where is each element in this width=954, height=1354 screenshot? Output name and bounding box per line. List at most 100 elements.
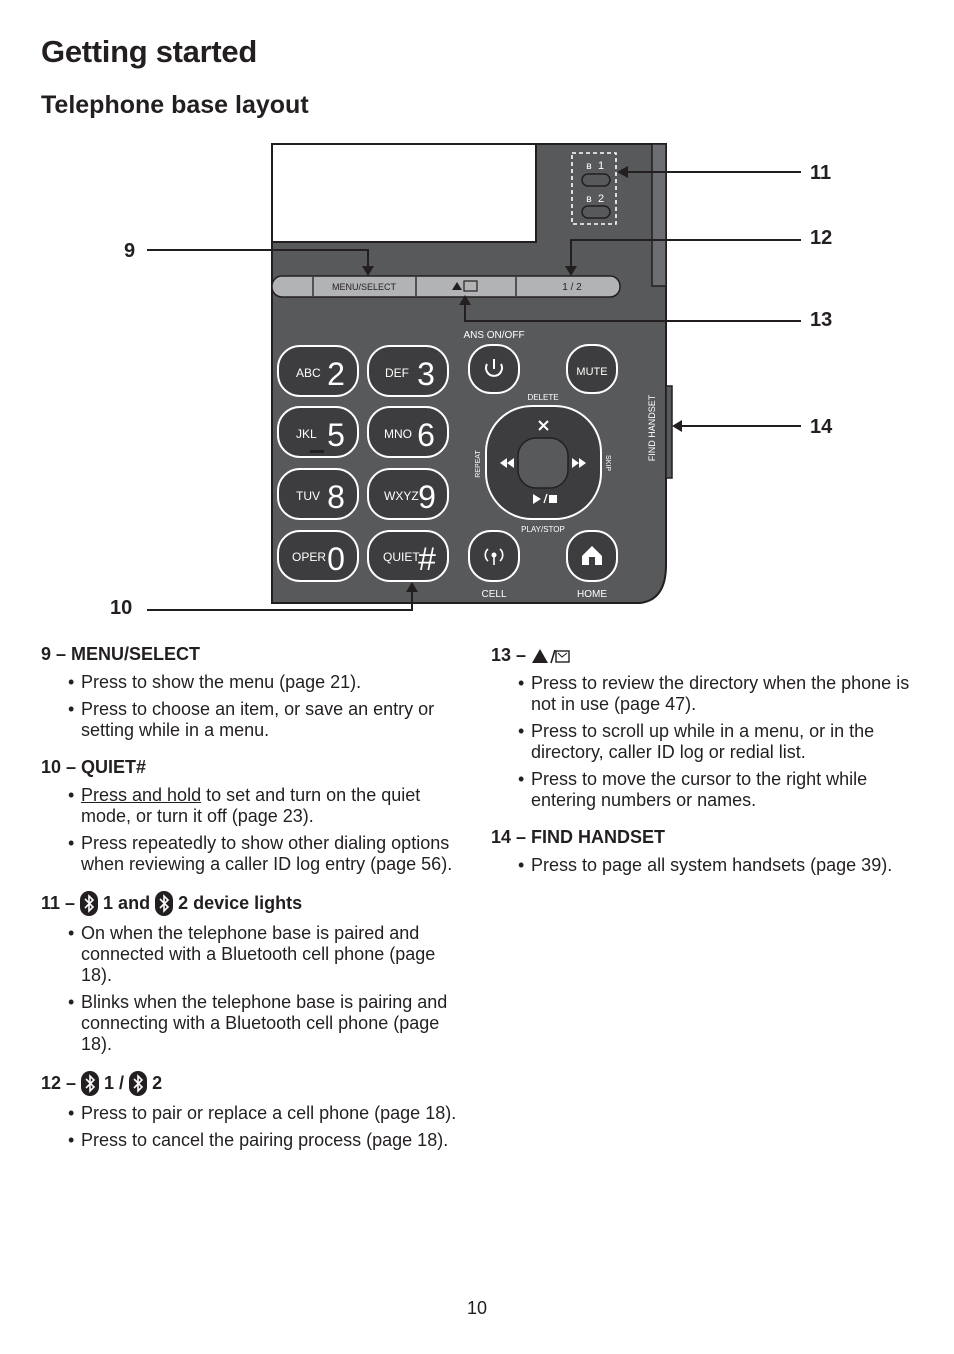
section-12-suffix: 2 [152, 1073, 163, 1093]
svg-text:8: 8 [327, 479, 345, 515]
svg-text:JKL: JKL [296, 427, 317, 441]
section-14: 14 – FIND HANDSET Press to page all syst… [491, 827, 911, 876]
list-item: Press to scroll up while in a menu, or i… [491, 721, 911, 763]
svg-text:6: 6 [417, 417, 435, 453]
telephone-base-diagram: ʙ 1 ʙ 2 MENU/SELECT 1 / 2 ABC 2 DEF 3 JK… [110, 143, 833, 619]
delete-label: DELETE [527, 393, 558, 402]
svg-text:2: 2 [327, 356, 345, 392]
section-10: 10 – QUIET# Press and hold to set and tu… [41, 757, 471, 875]
section-13-title: 13 – [491, 645, 911, 666]
key-9: WXYZ 9 [367, 468, 449, 520]
bt-pair-key-label: 1 / 2 [562, 282, 582, 293]
find-handset-button [665, 385, 673, 479]
bluetooth-icon [80, 891, 99, 916]
section-12-mid: 1 / [104, 1073, 125, 1093]
press-and-hold-text: Press and hold [81, 785, 202, 805]
list-item: Press to pair or replace a cell phone (p… [41, 1103, 471, 1124]
key-2: ABC 2 [277, 345, 359, 397]
cell-button [468, 530, 520, 582]
callout-10: 10 [110, 597, 132, 619]
section-11-suffix: 2 device lights [178, 893, 303, 913]
svg-text:0: 0 [327, 541, 345, 577]
cell-label: CELL [481, 589, 506, 600]
section-subtitle: Telephone base layout [41, 91, 309, 119]
list-item-text: to set and turn on the quiet mode, or tu… [81, 785, 421, 826]
softkey-bar [271, 275, 621, 298]
key-quiet-pound: QUIET # [367, 530, 449, 582]
callout-13: 13 [810, 309, 832, 331]
svg-text:ʙ: ʙ [586, 161, 592, 172]
list-item: Press and hold to set and turn on the qu… [41, 785, 471, 827]
svg-text:3: 3 [417, 356, 435, 392]
left-column: 9 – MENU/SELECT Press to show the menu (… [41, 644, 471, 1167]
section-12-title: 12 – 1 / 2 [41, 1071, 471, 1096]
callout-11: 11 [810, 162, 831, 184]
section-12: 12 – 1 / 2 Press to pair or replace a ce… [41, 1071, 471, 1151]
navigation-pad [485, 405, 602, 520]
bluetooth-icon [129, 1071, 148, 1096]
svg-text:#: # [418, 541, 436, 577]
list-item: Press to cancel the pairing process (pag… [41, 1130, 471, 1151]
svg-text:QUIET: QUIET [383, 550, 420, 564]
display-screen [271, 143, 537, 243]
page-title: Getting started [41, 34, 257, 69]
home-label: HOME [577, 589, 607, 600]
key-5: JKL 5 [277, 406, 359, 458]
skip-label: SKIP [604, 455, 611, 471]
list-item: Press repeatedly to show other dialing o… [41, 833, 471, 875]
section-11-title: 11 – 1 and 2 device lights [41, 891, 471, 916]
light-1-label: 1 [598, 160, 604, 172]
repeat-label: REPEAT [475, 450, 482, 478]
mute-label: MUTE [576, 366, 607, 378]
ans-onoff-label: ANS ON/OFF [463, 330, 524, 341]
callout-12: 12 [810, 227, 832, 249]
section-9: 9 – MENU/SELECT Press to show the menu (… [41, 644, 471, 741]
section-11: 11 – 1 and 2 device lights On when the t… [41, 891, 471, 1055]
svg-text:WXYZ: WXYZ [384, 489, 419, 503]
key-8: TUV 8 [277, 468, 359, 520]
bluetooth-icon [155, 891, 174, 916]
svg-text:TUV: TUV [296, 489, 320, 503]
svg-text:ABC: ABC [296, 366, 321, 380]
list-item: Press to choose an item, or save an entr… [41, 699, 471, 741]
svg-text:DEF: DEF [385, 366, 409, 380]
light-2-label: 2 [598, 193, 604, 205]
key-3: DEF 3 [367, 345, 449, 397]
find-handset-label: FIND HANDSET [647, 394, 657, 461]
device-side-strip [651, 143, 667, 287]
ans-onoff-button [468, 344, 520, 394]
section-11-mid: 1 and [103, 893, 151, 913]
section-14-title: 14 – FIND HANDSET [491, 827, 666, 847]
section-10-title: 10 – QUIET# [41, 757, 147, 777]
page-number: 10 [466, 1298, 488, 1318]
key-0: OPER 0 [277, 530, 359, 582]
section-11-prefix: 11 – [41, 893, 76, 913]
key-6: MNO 6 [367, 406, 449, 458]
svg-text:9: 9 [418, 479, 436, 515]
device-light-2 [581, 205, 611, 219]
svg-text:MNO: MNO [384, 427, 412, 441]
right-column: 13 – Press to review the directory when … [491, 645, 911, 892]
list-item: Press to page all system handsets (page … [491, 855, 911, 876]
svg-text:5: 5 [327, 417, 345, 453]
device-lights-outline [571, 152, 617, 225]
home-button [566, 530, 618, 582]
section-12-prefix: 12 – [41, 1073, 77, 1093]
list-item: Press to show the menu (page 21). [41, 672, 471, 693]
list-item: Blinks when the telephone base is pairin… [41, 992, 471, 1055]
directory-key-icon [452, 280, 478, 292]
callout-14: 14 [810, 416, 833, 438]
mute-button: MUTE [566, 344, 618, 394]
svg-text:OPER: OPER [292, 550, 326, 564]
section-9-title: 9 – MENU/SELECT [41, 644, 201, 664]
list-item: On when the telephone base is paired and… [41, 923, 471, 986]
menu-select-key-label: MENU/SELECT [332, 282, 397, 292]
bluetooth-icon [81, 1071, 100, 1096]
list-item: Press to review the directory when the p… [491, 673, 911, 715]
up-directory-icon [532, 648, 570, 663]
section-13: 13 – Press to review the directory when … [491, 645, 911, 811]
svg-text:ʙ: ʙ [586, 194, 592, 205]
list-item: Press to move the cursor to the right wh… [491, 769, 911, 811]
section-13-prefix: 13 – [491, 645, 527, 665]
device-light-1 [581, 173, 611, 187]
